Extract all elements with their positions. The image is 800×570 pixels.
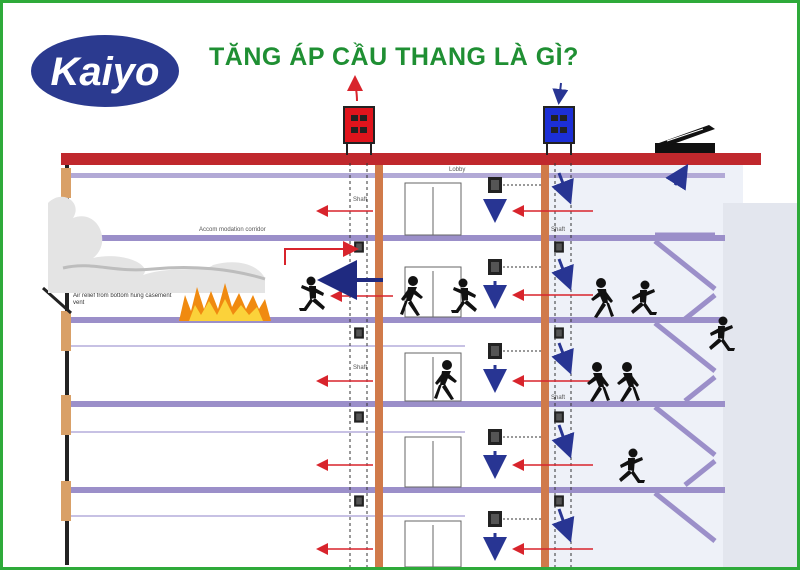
air-relief-label: Air relief from bottom hung casement ven…: [73, 293, 172, 306]
staircase: [653, 232, 717, 543]
exterior-wall: [723, 203, 797, 567]
shaft-label-4: Shaft: [551, 395, 565, 401]
smoke-exhaust-arrow: [284, 241, 359, 265]
stair-background: [543, 163, 743, 567]
exhaust-fan-icon: [343, 75, 375, 155]
shaft-label-1: Shaft: [353, 197, 367, 203]
person-running-icon: [299, 276, 325, 311]
roof-vent-icon: [655, 125, 715, 191]
supply-fan-icon: [543, 82, 575, 155]
shaft-airflow-arrows: [551, 172, 575, 543]
page-title: TĂNG ÁP CẦU THANG LÀ GÌ?: [209, 43, 579, 71]
fire-icon: [179, 283, 271, 321]
logo-text: Kaiyo: [51, 50, 160, 94]
exhaust-shaft: [349, 163, 383, 567]
shaft-label-3: Shaft: [551, 227, 565, 233]
lobby-label: Lobby: [449, 167, 465, 173]
shaft-label-2: Shaft: [353, 365, 367, 371]
corridor-label: Accom modation corridor: [199, 227, 266, 233]
lift-doors: [404, 182, 462, 567]
air-relief-label-box: Air relief from bottom hung casement ven…: [73, 293, 172, 306]
pressure-arrows: [316, 205, 593, 555]
roof-slab: [61, 153, 761, 165]
pressurization-diagram: Accom modation corridor Air relief from …: [42, 75, 797, 567]
smoke-cloud: [48, 196, 266, 293]
lobby-dampers: [488, 177, 541, 527]
floor-slabs: [65, 173, 725, 517]
kaiyo-logo: Kaiyo: [29, 33, 181, 109]
